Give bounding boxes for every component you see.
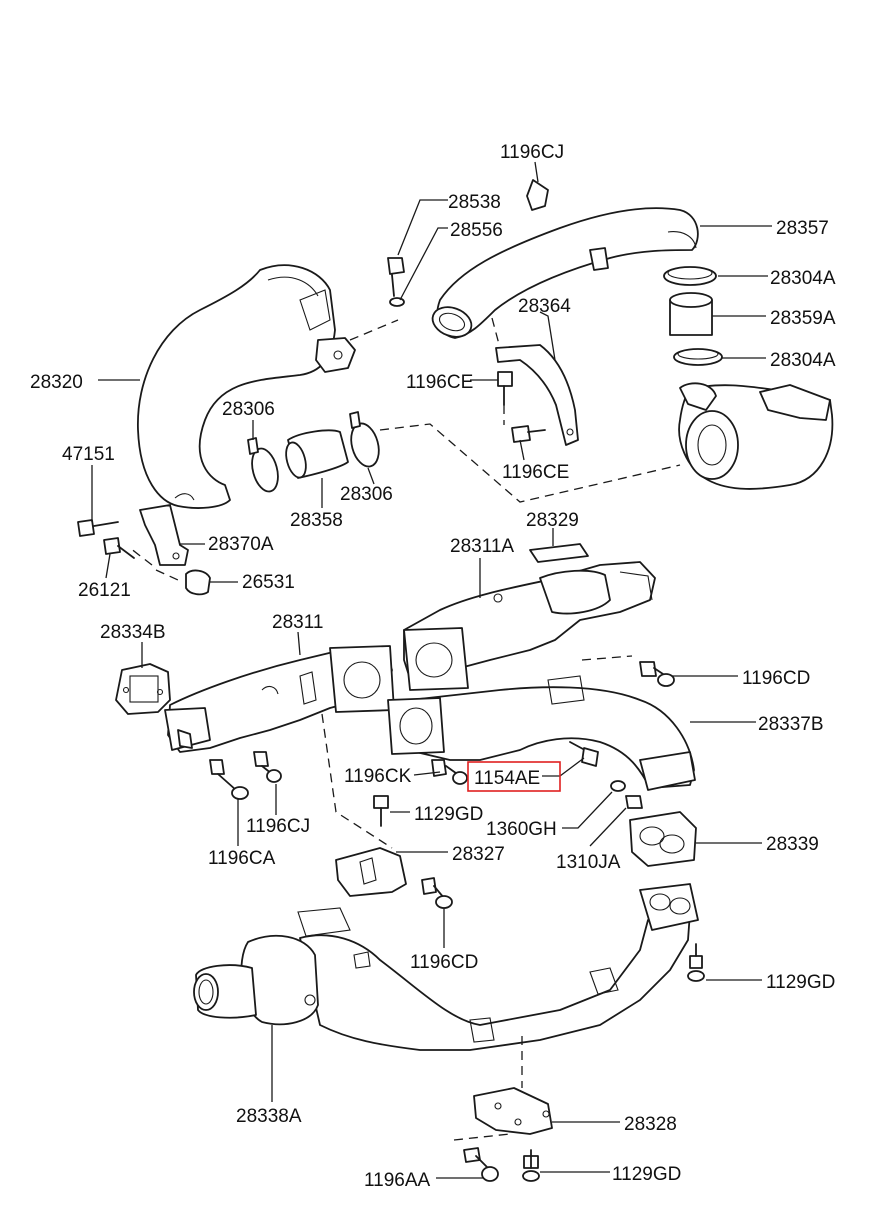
exhaust-manifold-lower-drawing bbox=[164, 645, 395, 753]
gasket-28339-drawing bbox=[629, 811, 697, 867]
label-28538[interactable]: 28538 bbox=[448, 192, 501, 213]
label-1129gd-middle[interactable]: 1129GD bbox=[414, 804, 483, 825]
label-1196cd-upper[interactable]: 1196CD bbox=[742, 668, 810, 689]
label-28304a-lower[interactable]: 28304A bbox=[770, 350, 836, 371]
bracket-28328-drawing bbox=[463, 1087, 553, 1182]
label-1196cj-lower[interactable]: 1196CJ bbox=[246, 816, 310, 837]
label-1196ce-lower[interactable]: 1196CE bbox=[502, 462, 569, 483]
label-28358[interactable]: 28358 bbox=[290, 510, 343, 531]
label-28337b[interactable]: 28337B bbox=[758, 714, 824, 735]
upper-bolts-drawing bbox=[387, 179, 549, 443]
assembly-dashed-lines bbox=[129, 317, 681, 1141]
label-28556[interactable]: 28556 bbox=[450, 220, 503, 241]
lower-right-bolt-drawing bbox=[687, 943, 705, 982]
label-28311a[interactable]: 28311A bbox=[450, 536, 514, 557]
bracket-28370a-drawing bbox=[77, 504, 211, 596]
label-1360gh[interactable]: 1360GH bbox=[486, 819, 557, 840]
label-28334b[interactable]: 28334B bbox=[100, 622, 166, 643]
hose-clamps-drawing bbox=[663, 266, 723, 366]
air-intake-pipe-drawing bbox=[137, 264, 356, 509]
middle-fasteners-drawing bbox=[373, 661, 675, 827]
label-28311[interactable]: 28311 bbox=[272, 612, 323, 633]
label-1154ae[interactable]: 1154AE bbox=[474, 768, 540, 789]
label-1196ca[interactable]: 1196CA bbox=[208, 848, 276, 869]
label-26531[interactable]: 26531 bbox=[242, 572, 295, 593]
exhaust-manifold-upper-drawing bbox=[403, 561, 656, 691]
manifold-bolts-drawing bbox=[177, 729, 282, 800]
label-28328[interactable]: 28328 bbox=[624, 1114, 677, 1135]
label-28329[interactable]: 28329 bbox=[526, 510, 579, 531]
muffler-front-pipe-drawing bbox=[193, 883, 699, 1051]
label-1129gd-bottom[interactable]: 1129GD bbox=[612, 1164, 681, 1185]
bracket-28364-drawing bbox=[495, 344, 579, 446]
label-28304a-upper[interactable]: 28304A bbox=[770, 268, 836, 289]
label-28306-right[interactable]: 28306 bbox=[340, 484, 393, 505]
label-1196aa[interactable]: 1196AA bbox=[364, 1170, 431, 1191]
label-28339[interactable]: 28339 bbox=[766, 834, 819, 855]
turbo-outlet-pipe-drawing bbox=[431, 207, 699, 339]
label-28320[interactable]: 28320 bbox=[30, 372, 83, 393]
gasket-28334b-drawing bbox=[115, 663, 171, 715]
label-1196ck[interactable]: 1196CK bbox=[344, 766, 412, 787]
label-28306-left[interactable]: 28306 bbox=[222, 399, 275, 420]
exhaust-pipe-28337b-drawing bbox=[387, 675, 696, 791]
label-28357[interactable]: 28357 bbox=[776, 218, 829, 239]
middle-hose-clamps-drawing bbox=[247, 411, 380, 493]
label-1196ce-upper[interactable]: 1196CE bbox=[406, 372, 473, 393]
label-47151[interactable]: 47151 bbox=[62, 444, 115, 465]
bracket-28327-drawing bbox=[335, 847, 453, 909]
label-1129gd-right[interactable]: 1129GD bbox=[766, 972, 835, 993]
label-1196cd-lower[interactable]: 1196CD bbox=[410, 952, 478, 973]
turbocharger-drawing bbox=[678, 382, 834, 490]
part-labels: 1196CJ 28538 28556 28357 28304A 28364 28… bbox=[30, 142, 836, 1191]
label-28364[interactable]: 28364 bbox=[518, 296, 571, 317]
heat-shield-tag-drawing bbox=[529, 543, 589, 563]
label-28338a[interactable]: 28338A bbox=[236, 1106, 302, 1127]
label-28359a[interactable]: 28359A bbox=[770, 308, 836, 329]
leader-lines bbox=[91, 161, 772, 1179]
label-28327[interactable]: 28327 bbox=[452, 844, 505, 865]
label-1196cj-top[interactable]: 1196CJ bbox=[500, 142, 564, 163]
label-1310ja[interactable]: 1310JA bbox=[556, 852, 621, 873]
label-28370a[interactable]: 28370A bbox=[208, 534, 274, 555]
label-26121[interactable]: 26121 bbox=[78, 580, 131, 601]
highlight-box-1154ae bbox=[467, 761, 561, 792]
